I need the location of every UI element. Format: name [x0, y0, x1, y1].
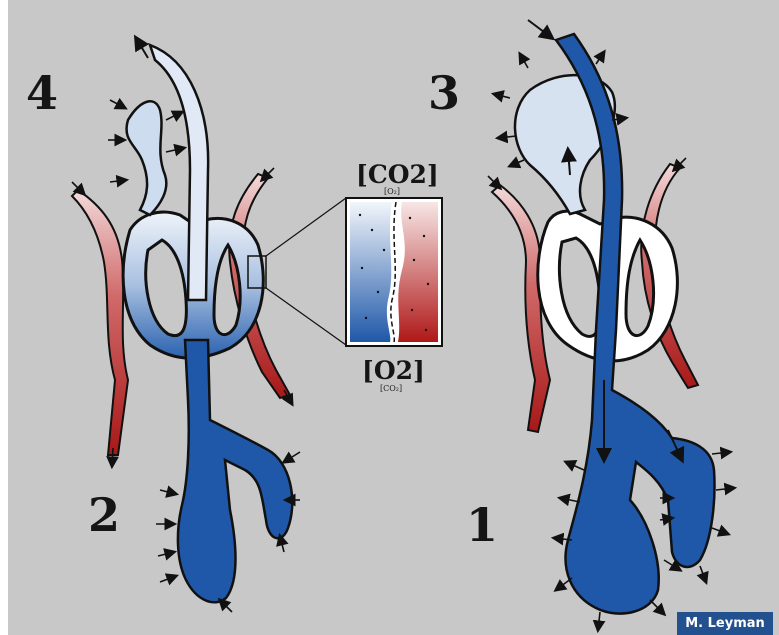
stage-label-4: 4 — [26, 70, 58, 116]
inset-bottom-sublabel: [CO₂] — [380, 385, 402, 393]
credit-badge: M. Leyman — [677, 612, 773, 635]
stage-label-1: 1 — [466, 502, 498, 548]
inset-top-sublabel: [O₂] — [384, 188, 400, 196]
stage-label-3: 3 — [428, 70, 460, 116]
stage-label-2: 2 — [88, 492, 120, 538]
left-arrow-branch-out-l — [112, 448, 113, 466]
inset-bottom-label: [O2] — [362, 358, 425, 383]
inset-top-label: [CO2] — [356, 162, 439, 187]
inset-red-side — [398, 202, 438, 342]
inset-blue-side — [350, 202, 392, 342]
inset-diffusion — [346, 198, 442, 346]
